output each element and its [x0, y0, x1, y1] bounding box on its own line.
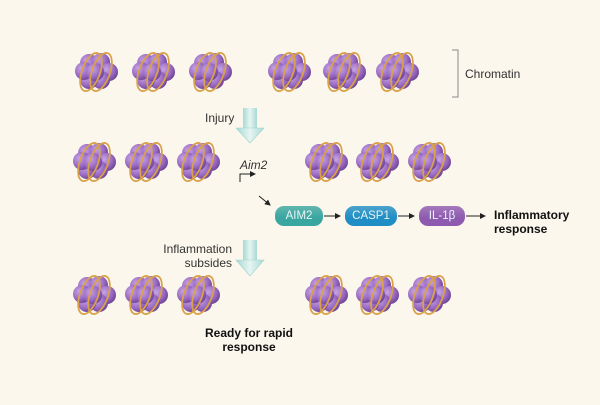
aim2-node: AIM2 [275, 206, 323, 226]
nucleosome [356, 275, 399, 315]
ready-line2: response [222, 340, 276, 354]
nucleosome [177, 275, 220, 315]
inflammatory-response-label: Inflammatory response [494, 208, 569, 236]
nucleosome [356, 142, 399, 182]
nucleosome [125, 142, 168, 182]
chromatin-label: Chromatin [465, 67, 521, 81]
nucleosome [376, 52, 419, 92]
nucleosome [305, 142, 348, 182]
ready-line1: Ready for rapid [204, 326, 294, 340]
subsides-arrow [235, 240, 265, 277]
nucleosome [408, 142, 451, 182]
subsides-line1: Inflammation [163, 242, 232, 256]
tss-arrow-icon [239, 171, 256, 182]
subsides-line2: subsides [184, 256, 232, 270]
il1b-node: IL-1β [419, 206, 465, 226]
injury-label: Injury [205, 111, 235, 125]
chromatin-bracket [452, 49, 459, 98]
nucleosome [305, 275, 348, 315]
response-line2: response [494, 222, 548, 236]
injury-arrow [235, 108, 265, 144]
response-line1: Inflammatory [494, 208, 570, 222]
nucleosome [268, 52, 311, 92]
nucleosome [408, 275, 451, 315]
nucleosome [75, 52, 118, 92]
nucleosome [132, 52, 175, 92]
nucleosome [177, 142, 220, 182]
nucleosome [125, 275, 168, 315]
gene-label: Aim2 [240, 158, 268, 172]
nucleosome [73, 275, 116, 315]
ready-label: Ready for rapid response [196, 326, 302, 354]
subsides-label: Inflammation subsides [160, 242, 232, 270]
nucleosome [73, 142, 116, 182]
nucleosome [189, 52, 232, 92]
casp1-node: CASP1 [345, 206, 397, 226]
nucleosome [323, 52, 366, 92]
